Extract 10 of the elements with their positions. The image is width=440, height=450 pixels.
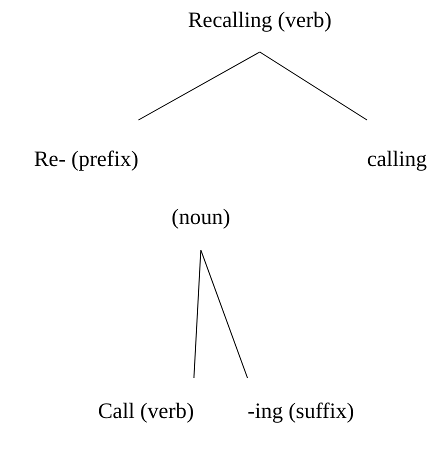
tree-label: Recalling (verb)	[188, 7, 332, 33]
tree-branch-line	[200, 250, 248, 378]
tree-branch-line	[138, 52, 260, 120]
tree-branch-line	[259, 52, 368, 120]
tree-label: (noun)	[172, 204, 230, 230]
tree-label: Call (verb)	[98, 398, 194, 424]
tree-label: -ing (suffix)	[248, 398, 354, 424]
tree-label: Re- (prefix)	[34, 146, 138, 172]
tree-label: calling	[367, 146, 427, 172]
tree-branch-line	[193, 250, 202, 378]
